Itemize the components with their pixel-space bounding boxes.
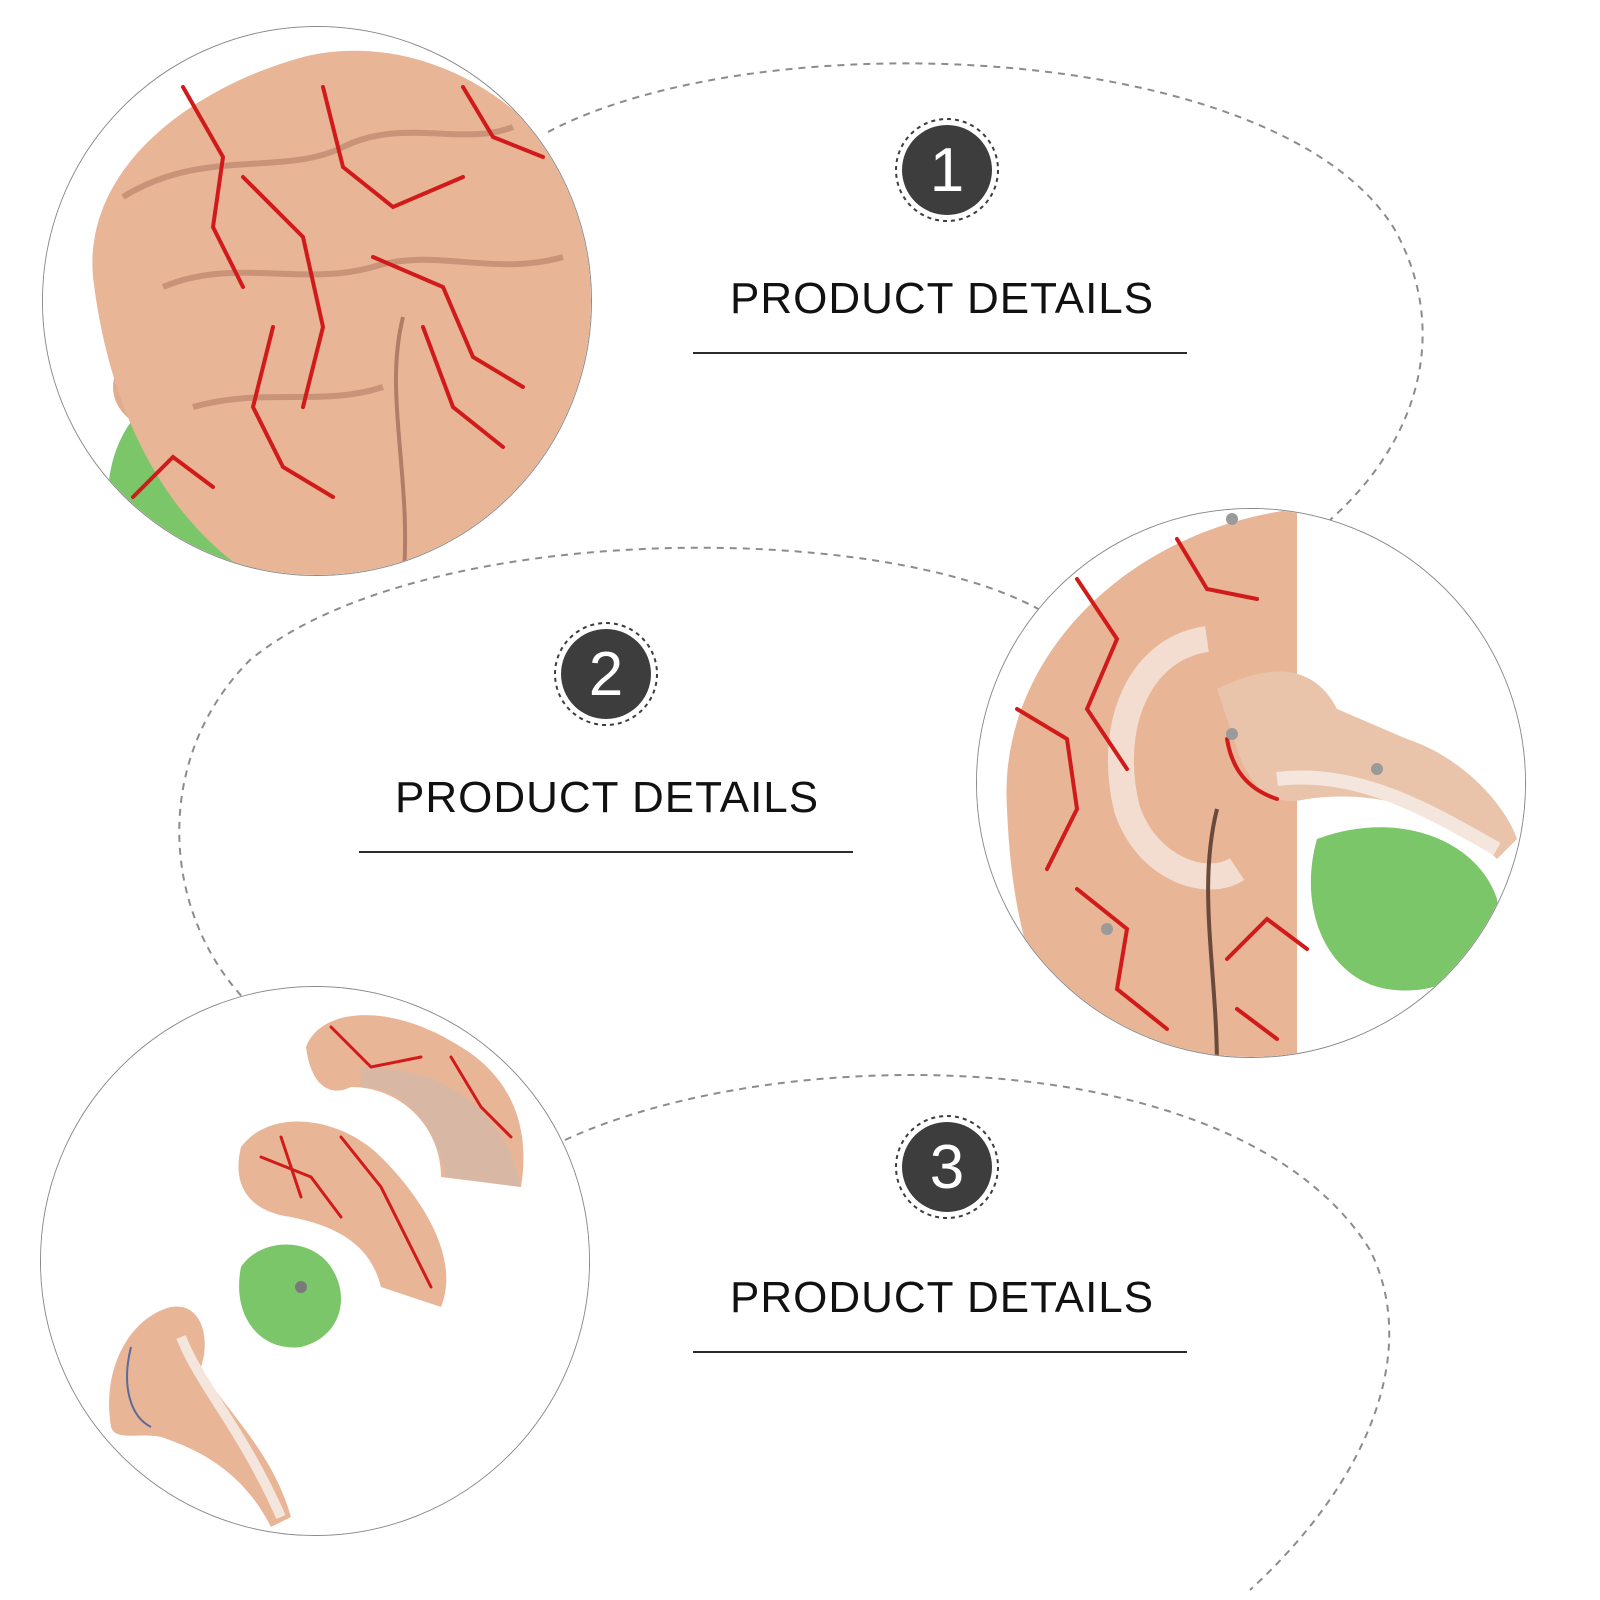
brain-photo-2 <box>976 508 1526 1058</box>
brain-photo-3 <box>40 986 590 1536</box>
step-badge-1: 1 <box>894 117 1000 223</box>
section-title-2: PRODUCT DETAILS <box>395 773 820 822</box>
section-title-3: PRODUCT DETAILS <box>730 1273 1155 1322</box>
section-underline-1 <box>693 352 1187 354</box>
step-badge-3: 3 <box>894 1114 1000 1220</box>
step-number-2: 2 <box>588 639 624 709</box>
step-badge-2: 2 <box>553 621 659 727</box>
brain-photo-1 <box>42 26 592 576</box>
step-number-3: 3 <box>929 1132 965 1202</box>
step-number-1: 1 <box>929 135 965 205</box>
section-underline-3 <box>693 1351 1187 1353</box>
dashed-outline-1 <box>547 62 1424 521</box>
section-title-1: PRODUCT DETAILS <box>730 274 1155 323</box>
section-underline-2 <box>359 851 853 853</box>
dashed-outline-3 <box>564 1074 1391 1591</box>
